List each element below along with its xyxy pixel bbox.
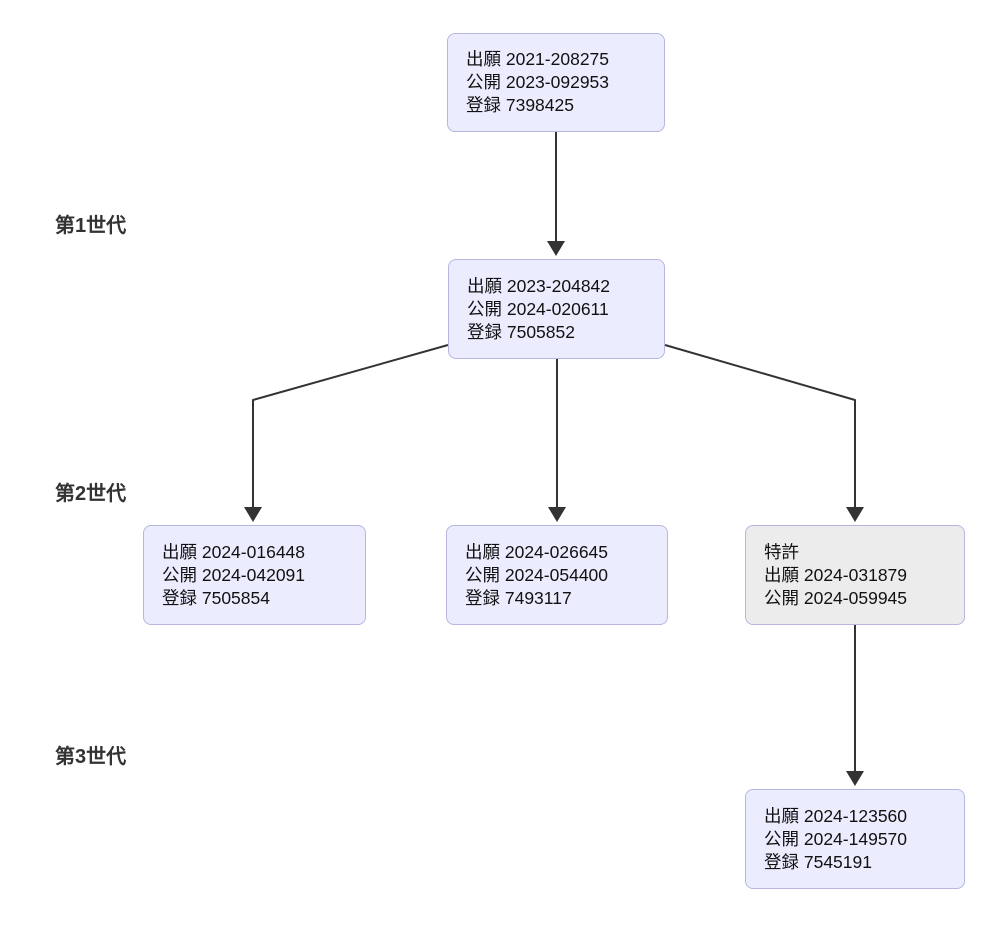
node-line: 登録 7398425 [466, 95, 574, 115]
node-line: 公開 2024-149570 [764, 828, 908, 849]
node-line: 登録 7545191 [764, 851, 872, 872]
patent-node-root: 出願 2021-208275 公開 2023-092953 登録 7398425 [447, 33, 665, 132]
arrowhead-gen1-gen2a [244, 507, 262, 522]
generation-label-2: 第2世代 [55, 483, 127, 505]
node-line: 登録 7505852 [467, 321, 575, 342]
node-line: 出願 2021-208275 [466, 49, 610, 69]
generation-label-3: 第3世代 [55, 746, 127, 768]
patent-node-gen2c-tokkyo: 特許 出願 2024-031879 公開 2024-059945 [745, 525, 965, 625]
node-line: 出願 2024-031879 [764, 564, 908, 585]
generation-label-1: 第1世代 [55, 215, 127, 237]
edge-gen1-gen2c [664, 344, 856, 509]
node-line: 公開 2024-059945 [764, 587, 908, 608]
arrowhead-gen1-gen2c [846, 507, 864, 522]
node-line: 特許 [764, 541, 799, 562]
node-line: 公開 2024-020611 [467, 298, 609, 319]
node-line: 公開 2023-092953 [466, 72, 610, 92]
patent-node-gen2b: 出願 2024-026645 公開 2024-054400 登録 7493117 [446, 525, 668, 625]
node-line: 出願 2024-016448 [162, 541, 306, 562]
arrowhead-gen1-gen2b [548, 507, 566, 522]
edge-gen1-gen2a [252, 344, 449, 509]
arrowhead-root-gen1 [547, 241, 565, 256]
node-line: 登録 7505854 [162, 587, 270, 608]
node-line: 出願 2023-204842 [467, 275, 611, 296]
node-line: 登録 7493117 [465, 587, 572, 608]
patent-node-gen2a: 出願 2024-016448 公開 2024-042091 登録 7505854 [143, 525, 366, 625]
arrowhead-gen2c-gen3 [846, 771, 864, 786]
node-line: 公開 2024-042091 [162, 564, 306, 585]
patent-node-gen1: 出願 2023-204842 公開 2024-020611 登録 7505852 [448, 259, 665, 359]
patent-node-gen3: 出願 2024-123560 公開 2024-149570 登録 7545191 [745, 789, 965, 889]
node-line: 公開 2024-054400 [465, 564, 609, 585]
node-line: 出願 2024-026645 [465, 541, 609, 562]
node-line: 出願 2024-123560 [764, 805, 908, 826]
